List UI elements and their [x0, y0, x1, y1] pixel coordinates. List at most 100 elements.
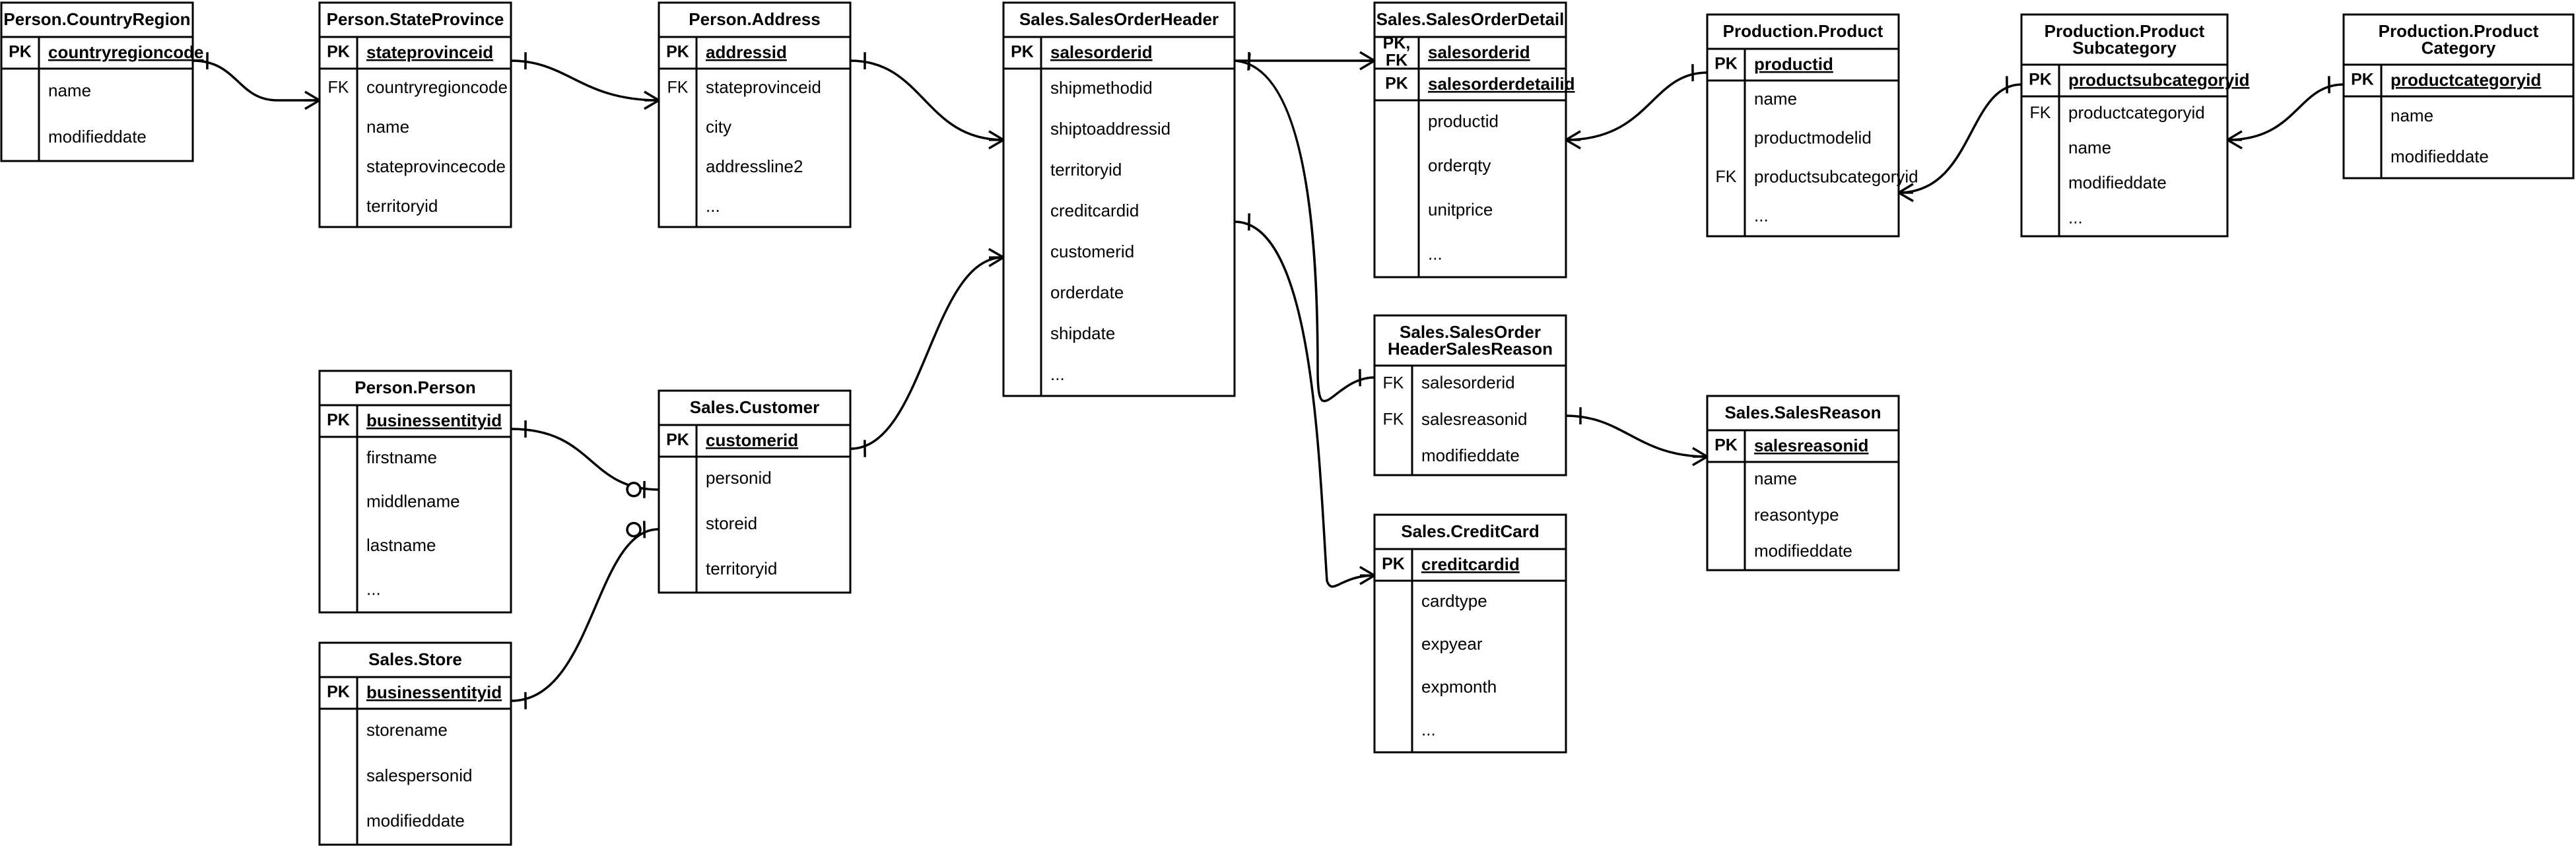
attribute-field: stateprovincecode — [366, 156, 506, 176]
attribute-field: territoryid — [706, 559, 777, 579]
entity-box[interactable] — [2020, 13, 2229, 238]
attribute-field: orderdate — [1050, 282, 1124, 302]
attribute-field: orderqty — [1428, 155, 1491, 175]
relationship-rel-address-salesorderheader[interactable] — [850, 52, 1004, 150]
relationship-rel-salesreason-salesreasonlink[interactable] — [1565, 407, 1708, 467]
attribute-marker: FK — [667, 79, 689, 97]
relationship-rel-stateprovince-address[interactable] — [510, 52, 660, 110]
attribute-field: ... — [2068, 207, 2083, 227]
attribute-field: reasontype — [1754, 505, 1839, 525]
key-field: addressid — [706, 42, 787, 62]
relationship-rel-product-salesorderdetail[interactable] — [1565, 64, 1708, 150]
key-marker: PK, — [1383, 34, 1411, 53]
attribute-marker: FK — [1383, 374, 1404, 392]
entity-box[interactable] — [318, 370, 512, 614]
crowfoot-many-marker — [644, 90, 660, 110]
entity-box[interactable] — [658, 1, 852, 228]
attribute-field: cardtype — [1421, 591, 1487, 610]
relationship-rel-customer-salesorderheader[interactable] — [850, 247, 1004, 457]
crowfoot-zero-marker — [626, 521, 642, 538]
relationship-line[interactable] — [1898, 83, 2022, 194]
attribute-field: shiptoaddressid — [1050, 119, 1170, 139]
relationship-line[interactable] — [510, 59, 660, 102]
relationship-line[interactable] — [1234, 59, 1375, 403]
relationship-rel-store-customer[interactable] — [510, 521, 660, 709]
relationship-line[interactable] — [1234, 220, 1375, 588]
relationship-rel-productsubcategory-product[interactable] — [1898, 76, 2022, 203]
crowfoot-many-marker — [1359, 566, 1375, 585]
entity-box[interactable] — [1373, 513, 1567, 754]
attribute-field: lastname — [366, 535, 436, 555]
attribute-field: territoryid — [366, 196, 438, 216]
entity-box[interactable] — [1706, 395, 1900, 571]
attribute-field: ... — [1754, 205, 1769, 225]
entity-title: Sales.SalesOrderDetail — [1376, 9, 1565, 29]
attribute-field: productmodelid — [1754, 127, 1872, 147]
attribute-field: unitprice — [1428, 199, 1493, 219]
attribute-field: ... — [366, 579, 381, 599]
entity-box[interactable] — [1706, 13, 1900, 238]
relationship-rel-productcategory-productsubcategory[interactable] — [2227, 76, 2344, 150]
relationship-line[interactable] — [2227, 83, 2344, 141]
relationship-line[interactable] — [192, 59, 320, 102]
key-field: businessentityid — [366, 682, 502, 702]
attribute-field: territoryid — [1050, 160, 1122, 179]
relationship-line[interactable] — [510, 428, 660, 491]
entity-title: Person.Person — [355, 377, 476, 397]
key-field: stateprovinceid — [366, 42, 493, 62]
crowfoot-zero-marker — [626, 482, 642, 498]
relationship-line[interactable] — [850, 59, 1004, 141]
attribute-field: modifieddate — [2390, 146, 2489, 166]
entity-box[interactable] — [0, 1, 194, 162]
entity-title: Production.Product — [1723, 21, 1883, 41]
attribute-field: addressline2 — [706, 156, 803, 176]
key-field: salesreasonid — [1754, 436, 1868, 455]
attribute-field: personid — [706, 468, 772, 488]
relationship-rel-salesorderheader-salesreasonlink[interactable] — [1234, 53, 1375, 403]
relationship-rel-person-customer[interactable] — [510, 420, 660, 498]
entity-title: Sales.SalesOrder — [1400, 322, 1541, 342]
key-marker: PK — [327, 43, 350, 61]
key-field: businessentityid — [366, 410, 502, 430]
entity-title: HeaderSalesReason — [1388, 339, 1553, 359]
key-field: productid — [1754, 54, 1833, 74]
crowfoot-one-marker — [1247, 53, 1251, 71]
attribute-field: ... — [1428, 244, 1442, 263]
key-marker: PK — [327, 411, 350, 430]
attribute-marker: FK — [328, 79, 349, 97]
attribute-field: storeid — [706, 513, 757, 533]
attribute-marker: FK — [1716, 168, 1737, 186]
entity-box[interactable] — [1373, 1, 1567, 278]
entity-title: Production.Product — [2379, 21, 2539, 41]
attribute-field: name — [48, 81, 91, 100]
attribute-field: customerid — [1050, 242, 1134, 261]
entity-box[interactable] — [1373, 314, 1567, 476]
relationship-rel-creditcard-salesorderheader[interactable] — [1234, 213, 1375, 588]
relationship-line[interactable] — [510, 528, 660, 702]
entity-box[interactable] — [318, 1, 512, 228]
entity-title: Sales.Customer — [690, 397, 820, 417]
entity-title: Subcategory — [2072, 38, 2177, 58]
entity-title: Sales.SalesOrderHeader — [1019, 9, 1219, 29]
key-marker: PK — [2351, 71, 2374, 89]
relationship-line[interactable] — [850, 256, 1004, 450]
relationship-line[interactable] — [1565, 71, 1708, 141]
relationship-line[interactable] — [1565, 414, 1708, 458]
relationship-rel-countryregion-stateprovince[interactable] — [192, 52, 320, 110]
attribute-field: expmonth — [1421, 676, 1497, 696]
